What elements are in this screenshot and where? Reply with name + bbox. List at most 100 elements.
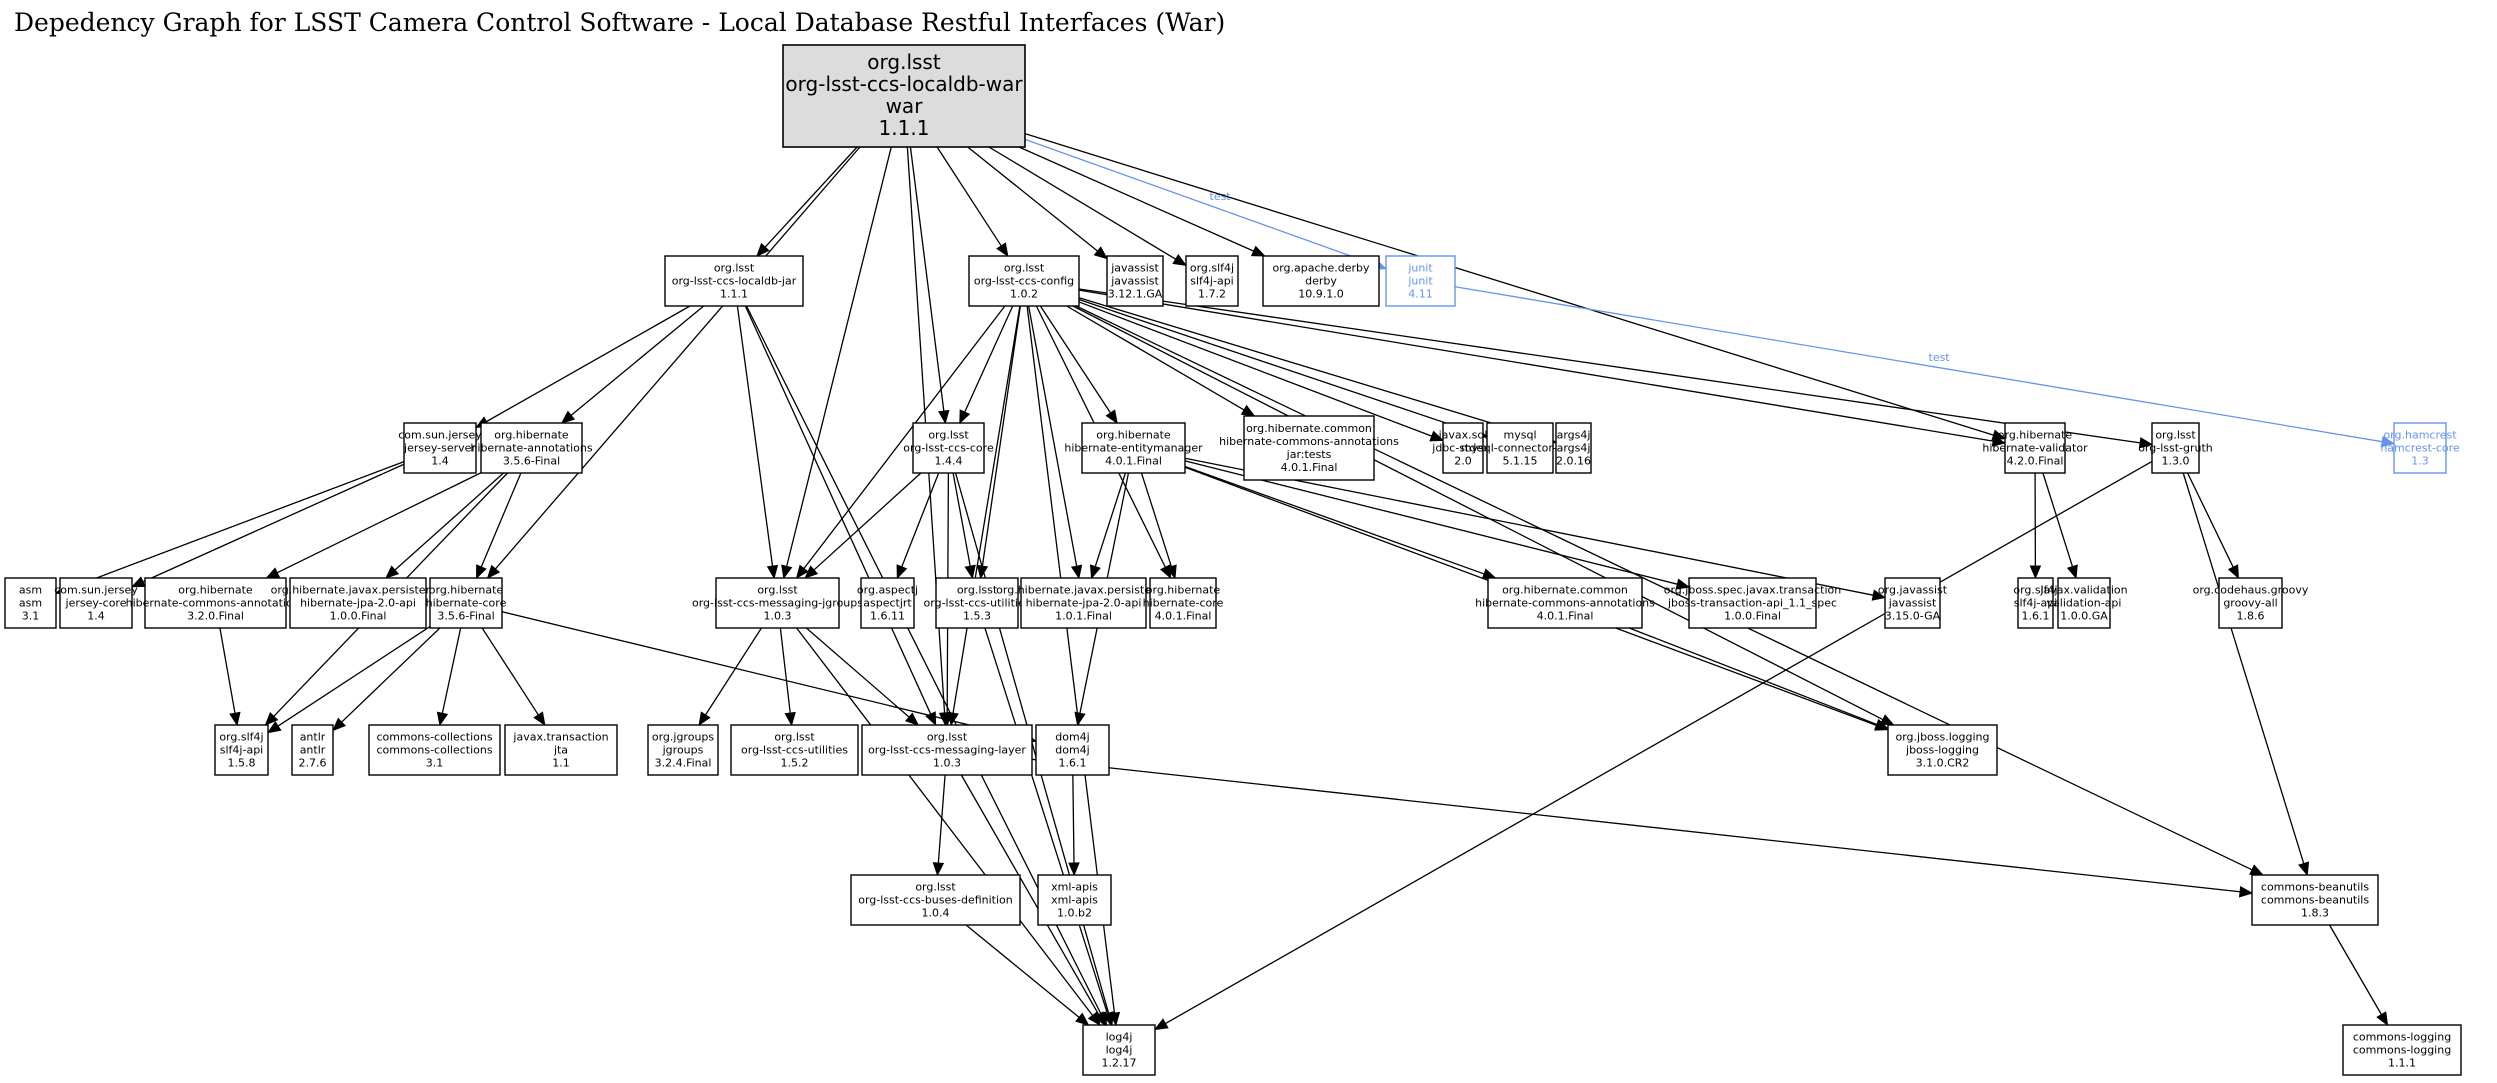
node-group: com.sun.jersey [54, 584, 138, 597]
edge-line [1094, 472, 1127, 567]
node-box [289, 577, 427, 629]
node-box [1884, 577, 1941, 629]
node-hib-commons-ann-320[interactable]: org.hibernatehibernate-commons-annotatio… [126, 577, 306, 629]
edge-root-to-hib-core-356 [486, 146, 861, 579]
node-version: 1.0.2 [1010, 288, 1038, 301]
edge-line [1072, 305, 1884, 721]
edge-ccs-config-to-gruth [1078, 288, 2154, 449]
node-buses-def[interactable]: org.lsstorg-lsst-ccs-buses-definition1.0… [850, 874, 1021, 926]
node-version: 1.2.17 [1102, 1057, 1137, 1070]
node-jboss-tx[interactable]: org.jboss.spec.javax.transactionjboss-tr… [1664, 577, 1842, 629]
edge-label: test [1929, 351, 1951, 364]
arrowhead-icon [1165, 564, 1177, 580]
edge-utilities-153-to-log4j [984, 627, 1113, 1027]
node-artifact: org-lsst-ccs-buses-definition [858, 894, 1013, 907]
edge-line [1018, 146, 1254, 252]
edge-msg-layer-to-buses-def [932, 774, 946, 877]
arrowhead-icon [1068, 862, 1080, 877]
edge-line [394, 472, 504, 571]
node-version: 1.6.1 [1059, 757, 1087, 770]
node-version: 1.0.0.Final [330, 610, 387, 623]
node-hib-validator[interactable]: org.hibernatehibernate-validator4.2.0.Fi… [1982, 422, 2088, 474]
node-commons-collections[interactable]: commons-collectionscommons-collections3.… [368, 724, 501, 776]
arrowhead-icon [1481, 568, 1497, 580]
edge-line [1454, 286, 2383, 443]
arrowhead-icon [1675, 578, 1691, 590]
node-jpa-101[interactable]: org.hibernate.javax.persistencehibernate… [996, 577, 1171, 629]
edge-line [142, 463, 405, 583]
node-group: org.hibernate.javax.persistence [996, 584, 1171, 597]
edge-root-to-javassist-3121 [967, 146, 1109, 260]
node-version: 3.2.0.Final [187, 610, 244, 623]
node-msg-layer[interactable]: org.lsstorg-lsst-ccs-messaging-layer1.0.… [861, 724, 1033, 776]
edge-line [494, 146, 861, 570]
arrowhead-icon [1093, 1011, 1106, 1027]
arrowhead-icon [229, 711, 241, 727]
node-artifact: log4j [1106, 1044, 1133, 1057]
node-msg-jgroups[interactable]: org.lsstorg-lsst-ccs-messaging-jgroups1.… [692, 577, 863, 629]
node-group: org.hibernate [429, 584, 504, 597]
node-version: 1.6.11 [870, 610, 905, 623]
edge-line [736, 305, 774, 567]
node-box [861, 724, 1033, 776]
node-hib-annotations[interactable]: org.hibernatehibernate-annotations3.5.6-… [470, 422, 593, 474]
arrowhead-icon [2227, 564, 2239, 580]
node-box [403, 422, 477, 474]
node-artifact: xml-apis [1051, 894, 1098, 907]
node-box [291, 724, 334, 776]
edge-line [1066, 305, 1245, 411]
node-box [4, 577, 57, 629]
edge-hib-validator-to-slf4j-161 [2029, 472, 2042, 580]
edge-localdb-jar-to-msg-jgroups [736, 305, 779, 580]
edge-line [744, 305, 932, 715]
node-hib-entitymanager[interactable]: org.hibernatehibernate-entitymanager4.0.… [1064, 422, 1203, 474]
node-version: 1.4 [431, 455, 449, 468]
node-artifact: commons-collections [376, 744, 492, 757]
node-jpa-100[interactable]: org.hibernate.javax.persistencehibernate… [271, 577, 446, 629]
edge-hib-entitymanager-to-javassist-3150 [1184, 457, 1887, 601]
node-hib-commons-ann-401[interactable]: org.hibernate.commonhibernate-commons-an… [1475, 577, 1655, 629]
arrowhead-icon [1101, 1011, 1113, 1027]
node-box [664, 255, 804, 307]
node-version: 1.0.3 [764, 610, 792, 623]
node-hib-commons-ann-tests[interactable]: org.hibernate.commonhibernate-commons-an… [1219, 415, 1399, 481]
node-artifact: slf4j-api [220, 744, 263, 757]
arrowhead-icon [904, 712, 920, 726]
